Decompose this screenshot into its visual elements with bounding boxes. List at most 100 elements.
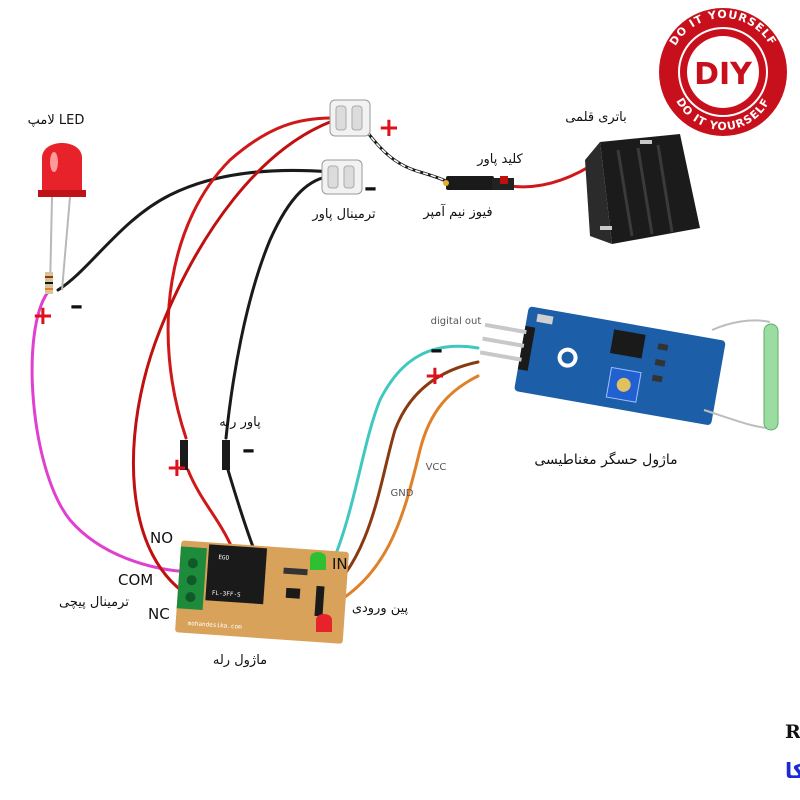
sign-plus-led: + <box>32 301 54 331</box>
battery-holder <box>585 134 700 244</box>
sign-plus-relay: + <box>166 453 188 483</box>
sign-minus-sensor: – <box>430 335 443 365</box>
resistor-band <box>45 288 53 290</box>
relay-transistor <box>285 587 301 599</box>
sign-minus-terminal: – <box>364 173 377 203</box>
wire-black-relay-minus <box>224 174 334 440</box>
terminal-lever <box>335 105 347 131</box>
wires <box>30 116 602 612</box>
battery-holder-side <box>585 142 612 244</box>
label-relay-module: ماژول رله <box>213 653 267 668</box>
smd-part <box>651 374 663 383</box>
label-relay-power: پاور رله <box>219 415 261 430</box>
wire-red-no <box>132 120 332 602</box>
sign-minus-led: – <box>70 291 83 321</box>
wire-twisted-pair-white <box>361 124 449 183</box>
labels: لامپ LED باتری قلمی کلید پاور فیوز نیم آ… <box>28 110 678 668</box>
label-vcc: VCC <box>426 462 447 473</box>
sensor-mount-hole-inner <box>561 351 574 364</box>
diy-stamp: DO IT YOURSELF DO IT YOURSELF DIY <box>655 4 791 140</box>
relay-diode <box>283 567 308 576</box>
pot-knob <box>616 377 631 392</box>
smd-part <box>536 313 554 325</box>
relay-led-red <box>316 614 332 632</box>
wire-red-relay-plus-board <box>186 468 234 550</box>
stamp-center <box>687 36 759 108</box>
led-dome <box>42 143 82 192</box>
label-power-terminal: ترمینال پاور <box>311 207 376 222</box>
jumper-relay-plus <box>180 440 188 470</box>
header-pin <box>479 350 522 362</box>
wire-red-relay-plus <box>166 116 334 440</box>
wire-orange-vcc <box>320 374 480 612</box>
resistor-band <box>45 282 53 284</box>
power-terminal <box>321 99 371 195</box>
label-com: COM <box>118 571 153 589</box>
fuse-body <box>446 176 494 190</box>
sign-plus-terminal: + <box>378 113 400 143</box>
sign-minus-relay: – <box>242 435 255 465</box>
label-magnetic-sensor: ماژول حسگر مغناطیسی <box>534 451 677 468</box>
stamp-inner-line <box>678 27 768 117</box>
wire-cyan-digital-out <box>320 344 480 588</box>
label-gnd: GND <box>391 488 414 499</box>
label-battery: باتری قلمی <box>565 110 627 125</box>
led-leg-cathode <box>61 196 71 291</box>
stamp-diy: DIY <box>694 57 753 92</box>
sensor-header <box>517 325 536 371</box>
battery-contact <box>600 226 612 230</box>
battery-contact <box>640 140 652 144</box>
led-rim <box>38 190 86 197</box>
label-no: NO <box>150 529 173 547</box>
resistor-band <box>45 276 53 278</box>
led-lamp <box>38 143 86 294</box>
header-pin <box>484 322 527 335</box>
relay-module: EGO FL-3FF-S mohandesika.com <box>175 440 349 644</box>
terminal-lever <box>351 105 363 131</box>
reed-glass-tube <box>763 323 779 431</box>
wire-brown-gnd <box>320 360 480 600</box>
terminal-lever <box>327 165 339 189</box>
label-in: IN <box>332 555 348 573</box>
footer-title-line1: پروژه (۳۷) کنترل لامپ سیگنال LED با حسگر… <box>785 720 800 743</box>
battery-slot <box>616 149 634 237</box>
sign-plus-sensor: + <box>424 361 446 391</box>
fuse-switch <box>443 176 514 190</box>
label-digital-out: digital out <box>431 316 482 327</box>
relay-brand: EGO <box>218 554 230 562</box>
label-half-amp-fuse: فیوز نیم آمپر <box>422 203 492 220</box>
label-nc: NC <box>148 605 170 623</box>
led-highlight <box>50 152 58 172</box>
battery-slot <box>636 147 654 235</box>
battery-slot <box>656 144 674 233</box>
polarity-signs: + – + – + – – + <box>32 113 446 483</box>
terminal-lever <box>343 165 355 189</box>
fuse-cap <box>443 180 449 186</box>
smd-part <box>654 358 666 367</box>
smd-part <box>657 343 669 351</box>
reed-lead-top <box>711 319 771 331</box>
jumper-relay-minus <box>222 440 230 470</box>
battery-holder-body <box>600 134 700 244</box>
header-pin <box>482 336 525 348</box>
label-screw-terminal: ترمینال پیچی <box>59 595 129 610</box>
relay-input-header <box>314 585 325 617</box>
relay-cube <box>205 544 268 605</box>
sensor-pcb <box>514 306 726 425</box>
terminal-screw <box>187 558 198 569</box>
footer: پروژه (۳۷) کنترل لامپ سیگنال LED با حسگر… <box>785 720 800 783</box>
label-led-lamp: لامپ LED <box>28 113 85 128</box>
switch-toggle <box>500 176 508 184</box>
label-power-key: کلید پاور <box>476 152 523 167</box>
sensor-chip <box>610 329 646 359</box>
relay-led-green <box>310 552 326 570</box>
footer-title-line2: کیت جامع پروژه های الکترونیک دانش آموزی … <box>785 758 800 783</box>
relay-model: FL-3FF-S <box>212 590 242 599</box>
relay-board-url: mohandesika.com <box>187 620 242 631</box>
label-input-pin: پین ورودی <box>352 601 409 616</box>
terminal-screw <box>186 575 197 586</box>
terminal-screw <box>185 592 196 603</box>
wire-black-led-terminal <box>56 168 334 292</box>
